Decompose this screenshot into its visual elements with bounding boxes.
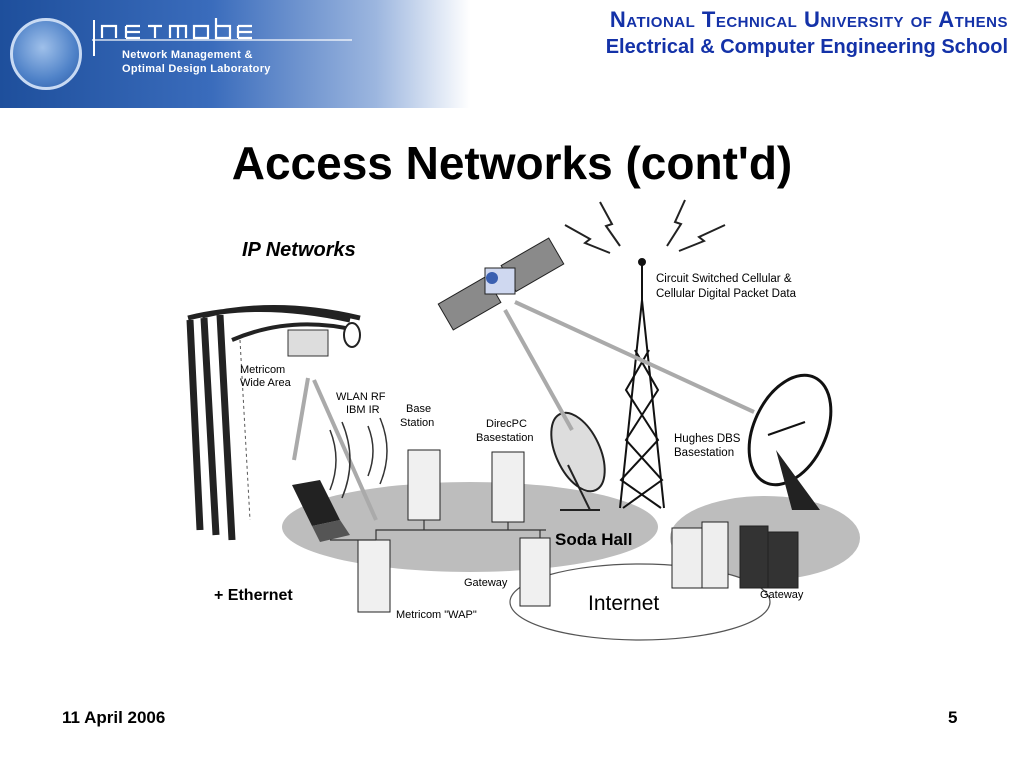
label-ethernet: + Ethernet [214, 587, 293, 604]
network-diagram: IP Networks Circuit Switched Cellular & … [186, 199, 860, 641]
label-wlan-line2: IBM IR [346, 404, 380, 416]
label-metricom-wap: Metricom "WAP" [396, 609, 477, 621]
label-base-line2: Station [400, 417, 434, 429]
laptop-icon [292, 480, 350, 542]
footer-date: 11 April 2006 [62, 708, 166, 727]
university-name: National Technical University of Athens [609, 7, 1008, 32]
direcpc-dish-icon [550, 411, 606, 511]
lab-name-line2: Optimal Design Laboratory [122, 63, 271, 75]
building-structure [186, 304, 361, 541]
university-seal-icon [10, 18, 82, 90]
label-hughes-line1: Hughes DBS [674, 433, 741, 445]
wireless-link-arrows [292, 300, 755, 521]
label-wlan-line1: WLAN RF [336, 391, 386, 403]
wlan-signal-arcs [329, 417, 388, 499]
wireless-signal-icon [564, 199, 726, 254]
label-internet: Internet [588, 592, 659, 615]
page-number: 5 [948, 708, 958, 727]
cellular-tower-icon [619, 258, 665, 509]
netmode-logo: netmode [92, 18, 352, 56]
ip-networks-heading: IP Networks [242, 239, 356, 261]
lab-name-line1: Network Management & [122, 49, 253, 61]
metricom-radio-icon [287, 329, 329, 357]
label-direcpc-line1: DirecPC [486, 418, 527, 430]
label-metricom-line2: Wide Area [240, 377, 292, 389]
university-title: National Technical University of Athens … [606, 6, 1008, 60]
label-soda-hall: Soda Hall [555, 530, 632, 549]
label-gateway-right: Gateway [760, 589, 804, 601]
slide-title: Access Networks (cont'd) [231, 137, 793, 189]
lab-name: Network Management & Optimal Design Labo… [122, 48, 271, 76]
label-direcpc-line2: Basestation [476, 432, 533, 444]
label-gateway-left: Gateway [464, 577, 508, 589]
label-base-line1: Base [406, 403, 431, 415]
label-cellular-line1: Circuit Switched Cellular & [656, 273, 792, 285]
satellite-icon [437, 237, 565, 331]
server-tower-icons [357, 449, 551, 613]
hughes-dish-icon [747, 373, 833, 510]
school-name: Electrical & Computer Engineering School [605, 36, 1008, 58]
header-banner: netmode Network Management & Optimal Des… [0, 0, 470, 108]
label-hughes-line2: Basestation [674, 447, 734, 459]
label-cellular-line2: Cellular Digital Packet Data [656, 288, 797, 300]
ethernet-wiring [330, 520, 546, 541]
gateway-server-racks-icon [671, 521, 799, 589]
label-metricom-line1: Metricom [240, 364, 285, 376]
